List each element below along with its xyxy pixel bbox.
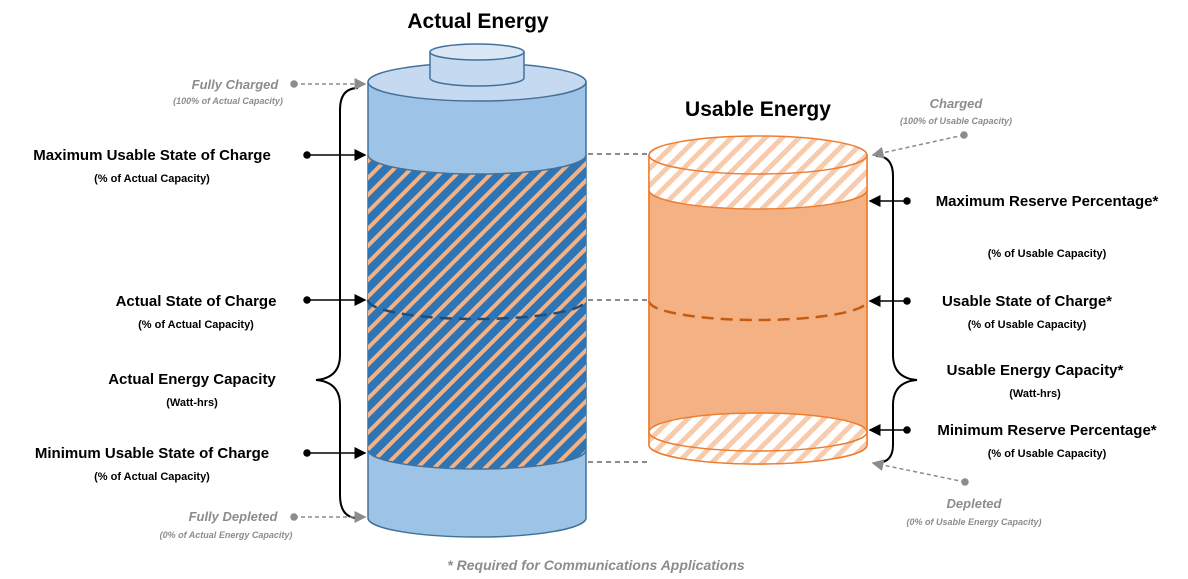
usable-capacity-sub: (Watt-hrs)	[1009, 388, 1061, 400]
fully-depleted-sub: (0% of Actual Energy Capacity)	[160, 530, 293, 540]
fully-charged-sub: (100% of Actual Capacity)	[173, 96, 283, 106]
min-reserve-label: Minimum Reserve Percentage*	[937, 422, 1156, 439]
footnote: * Required for Communications Applicatio…	[447, 557, 745, 573]
depleted-label: Depleted	[947, 496, 1003, 511]
actual-usable-region	[368, 155, 586, 469]
usable-capacity-brace	[875, 155, 918, 464]
left-annotations	[303, 149, 367, 459]
battery-connectors	[588, 153, 647, 463]
actual-soc-sub: (% of Actual Capacity)	[138, 319, 254, 331]
actual-soc-line	[366, 299, 588, 321]
usable-soc-label: Usable State of Charge*	[942, 293, 1112, 310]
usable-energy-title: Usable Energy	[685, 98, 831, 121]
max-reserve-label: Maximum Reserve Percentage*	[936, 193, 1159, 210]
usable-soc-sub: (% of Usable Capacity)	[968, 319, 1087, 331]
usable-energy-battery	[647, 135, 869, 465]
min-reserve-band	[649, 432, 867, 464]
usable-battery-top	[648, 135, 868, 175]
min-reserve-sub: (% of Usable Capacity)	[988, 448, 1107, 460]
charged-sub: (100% of Usable Capacity)	[900, 116, 1012, 126]
fully-depleted-label: Fully Depleted	[189, 509, 279, 524]
actual-soc-label: Actual State of Charge	[116, 293, 277, 310]
max-usable-soc-label: Maximum Usable State of Charge	[33, 147, 271, 164]
gray-annotations	[290, 78, 969, 523]
actual-energy-battery	[366, 43, 588, 538]
usable-soc-line	[647, 300, 869, 322]
right-annotations	[868, 195, 911, 436]
usable-capacity-label: Usable Energy Capacity*	[947, 362, 1124, 379]
actual-capacity-label: Actual Energy Capacity	[108, 371, 276, 388]
min-usable-soc-sub: (% of Actual Capacity)	[94, 471, 210, 483]
depleted-sub: (0% of Usable Energy Capacity)	[906, 517, 1041, 527]
actual-capacity-brace	[315, 87, 359, 519]
fully-charged-label: Fully Charged	[192, 77, 280, 92]
actual-capacity-sub: (Watt-hrs)	[166, 397, 218, 409]
max-reserve-sub: (% of Usable Capacity)	[988, 248, 1107, 260]
charged-label: Charged	[930, 96, 984, 111]
min-usable-soc-label: Minimum Usable State of Charge	[35, 445, 269, 462]
battery-terminal	[429, 51, 525, 87]
actual-energy-title: Actual Energy	[407, 10, 549, 33]
max-usable-soc-sub: (% of Actual Capacity)	[94, 173, 210, 185]
